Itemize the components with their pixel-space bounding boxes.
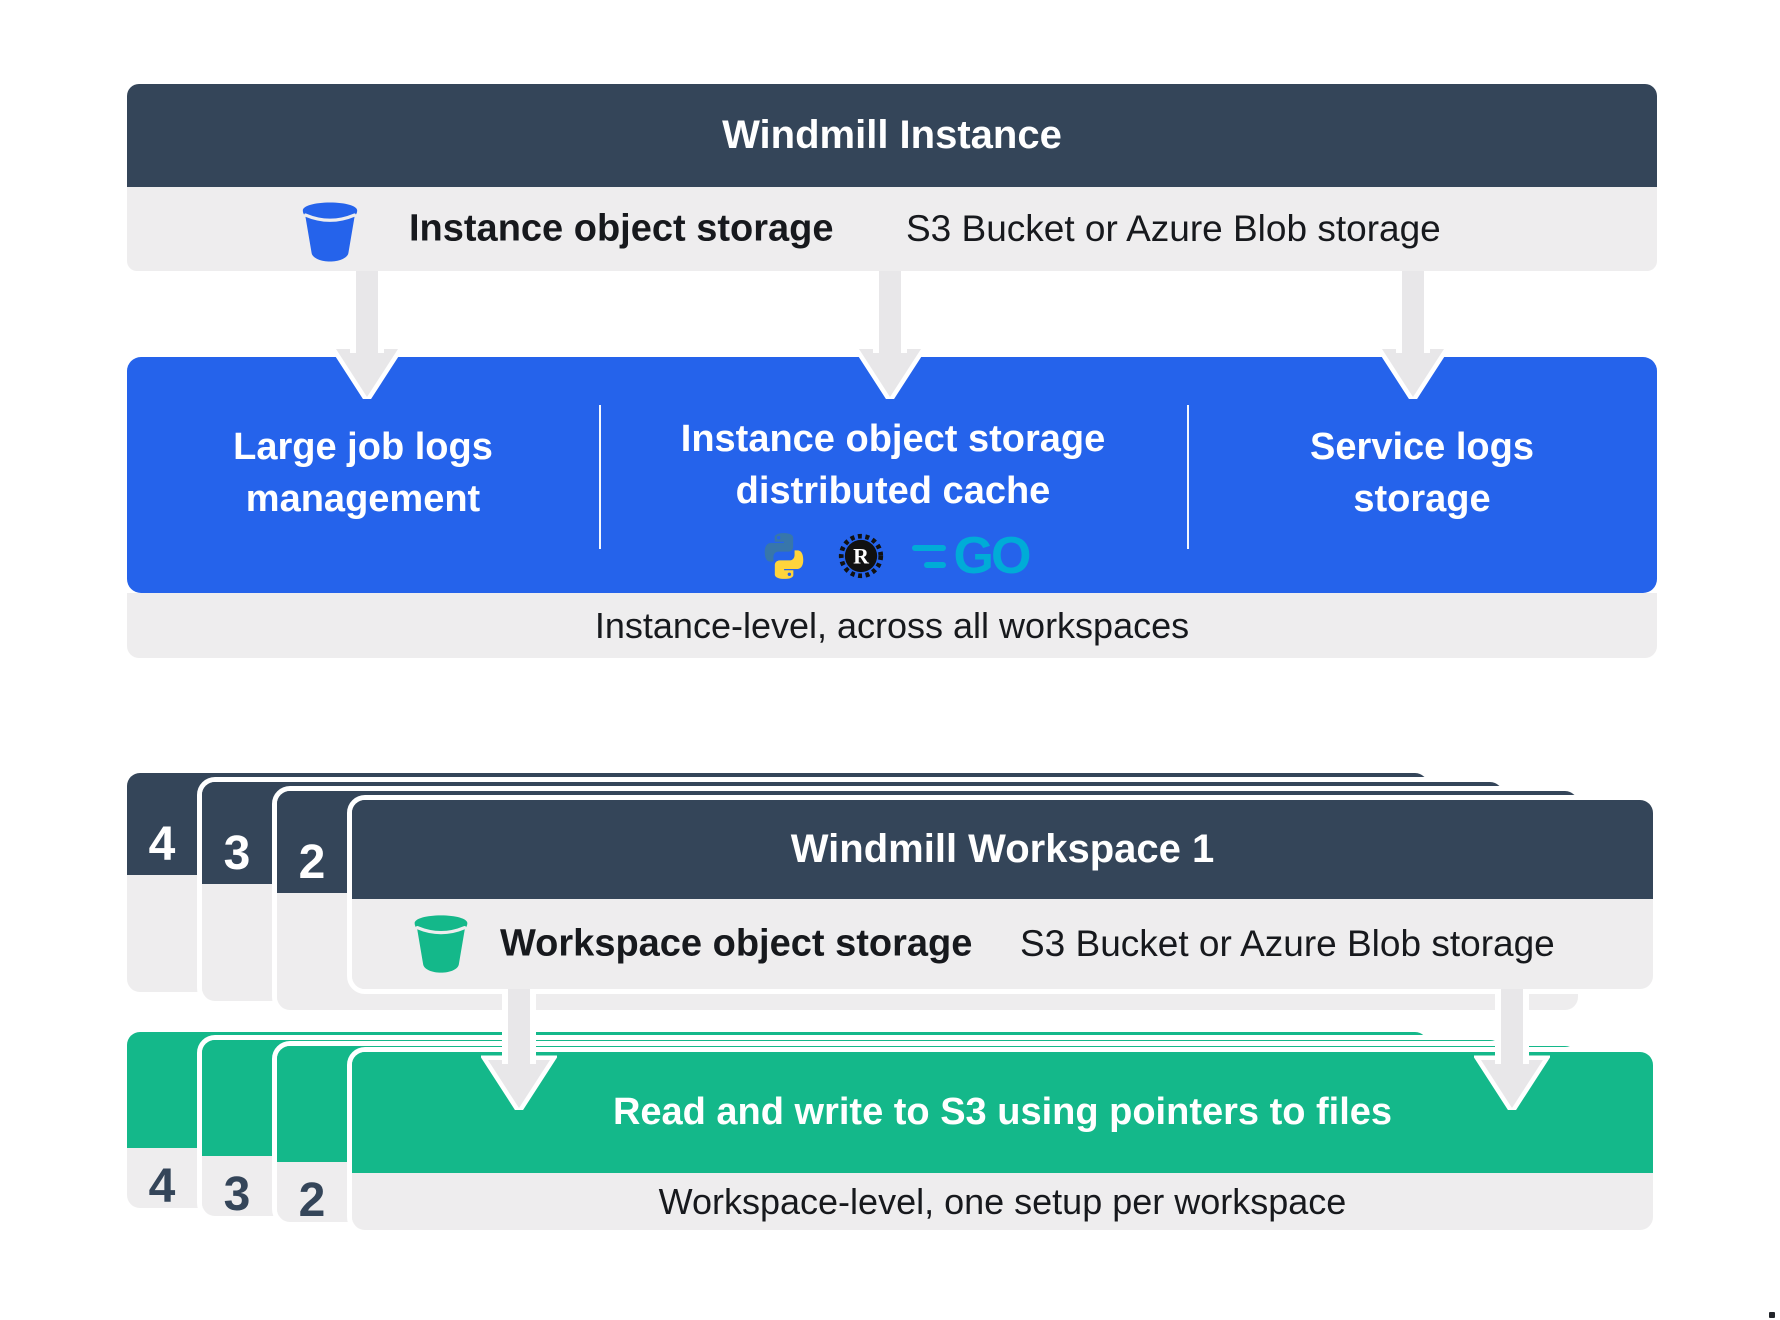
instance-footer: Instance-level, across all workspaces [127,593,1657,658]
feature-large-job-logs: Large job logs management [233,426,493,520]
workspace-stack-number: 3 [223,827,251,880]
s3-action-header: Read and write to S3 using pointers to f… [352,1052,1653,1173]
workspace-stack-number: 4 [148,818,176,871]
instance-storage-detail: S3 Bucket or Azure Blob storage [906,208,1441,249]
feature-divider [1187,405,1189,549]
workspace-card-header: Windmill Workspace 1 [352,800,1653,899]
go-logo-icon: GO [911,530,1031,582]
workspace-stack-number: 4 [148,1160,176,1213]
svg-text:R: R [853,544,869,568]
workspace-stack-number: 2 [298,836,326,889]
arrow-down-icon [852,271,928,399]
workspace-storage-row: Workspace object storage S3 Bucket or Az… [352,899,1653,989]
bucket-icon [302,202,358,262]
workspace-storage-label: Workspace object storage [500,922,973,965]
workspace-card-main: Windmill Workspace 1 Workspace object st… [347,795,1658,994]
instance-card-header: Windmill Instance [127,84,1657,187]
feature-service-logs: Service logs storage [1310,426,1534,520]
workspace-s3-card-main: Read and write to S3 using pointers to f… [347,1047,1658,1235]
rust-logo-icon: R [838,533,883,579]
feature-distributed-cache: Instance object storage distributed cach… [599,413,1187,583]
workspace-footer: Workspace-level, one setup per workspace [352,1173,1653,1230]
arrow-down-icon [1375,271,1451,399]
bucket-icon [414,915,468,973]
instance-storage-label: Instance object storage [409,207,834,250]
workspace-storage-detail: S3 Bucket or Azure Blob storage [1020,923,1555,964]
feature-divider [599,405,601,549]
arrow-down-icon [329,271,405,399]
python-logo-icon [764,533,803,579]
workspace-title: Windmill Workspace 1 [790,827,1215,871]
s3-action-title: Read and write to S3 using pointers to f… [612,1091,1393,1133]
arrow-down-icon [1474,989,1550,1110]
artifact-dot [1769,1312,1775,1318]
instance-title: Windmill Instance [722,113,1062,157]
workspace-stack-number: 3 [223,1168,251,1221]
language-logos: R GO [599,529,1187,583]
instance-storage-row: Instance object storage S3 Bucket or Azu… [127,187,1657,271]
arrow-down-icon [481,989,557,1110]
workspace-stack-number: 2 [298,1174,326,1227]
